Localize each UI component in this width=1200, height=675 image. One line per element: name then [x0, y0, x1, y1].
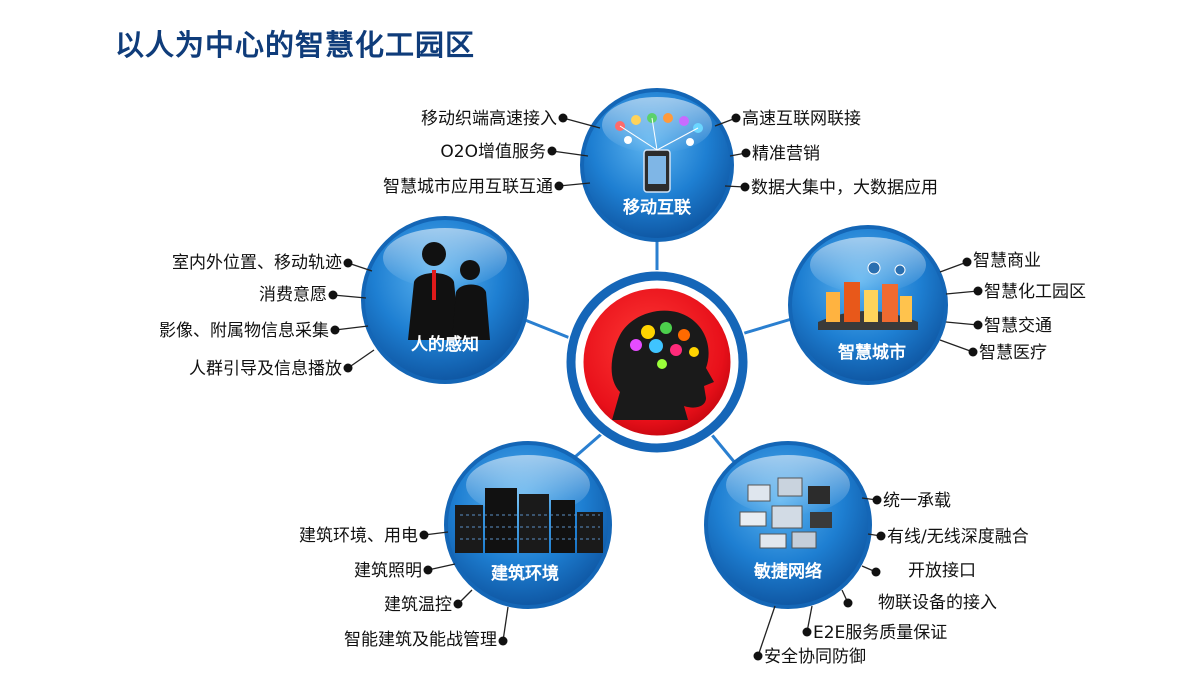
callout-dot: [498, 636, 508, 646]
head-with-gears-icon: [611, 310, 714, 420]
callout-dot: [753, 651, 763, 661]
label-perception-1: 室内外位置、移动轨迹: [172, 253, 342, 273]
callout-dot: [343, 258, 353, 268]
label-smart-city-3: 智慧交通: [984, 316, 1052, 336]
connector-smart-city: [737, 316, 796, 337]
label-perception-3: 影像、附属物信息采集: [159, 321, 329, 341]
center-hub: [565, 270, 749, 454]
label-perception-4: 人群引导及信息播放: [189, 359, 342, 379]
node-building: 建筑环境: [444, 441, 612, 609]
node-label-smart-city: 智慧城市: [838, 342, 906, 363]
office-buildings-icon: [455, 488, 603, 553]
callout-dot: [547, 146, 557, 156]
callout-dot: [802, 627, 812, 637]
callout-dot: [343, 363, 353, 373]
node-smart-city: 智慧城市: [788, 225, 948, 385]
callout-dot: [872, 495, 882, 505]
label-network-2: 有线/无线深度融合: [887, 527, 1029, 547]
callout-dot: [330, 325, 340, 335]
callout-dot: [973, 286, 983, 296]
callout-dot: [740, 182, 750, 192]
label-network-5: E2E服务质量保证: [813, 623, 947, 643]
callout-dot: [558, 113, 568, 123]
label-mobile-2: O2O增值服务: [440, 142, 546, 162]
label-mobile-4: 高速互联网联接: [742, 109, 861, 129]
callout-dot: [741, 148, 751, 158]
node-label-perception: 人的感知: [411, 334, 479, 355]
label-building-4: 智能建筑及能战管理: [344, 630, 497, 650]
label-mobile-3: 智慧城市应用互联互通: [383, 177, 553, 197]
network-devices-icon: [739, 477, 832, 549]
label-smart-city-2: 智慧化工园区: [984, 282, 1086, 302]
node-label-mobile: 移动互联: [623, 197, 691, 218]
callouts: 移动织端高速接入 O2O增值服务 智慧城市应用互联互通 高速互联网联接 精准营销…: [159, 109, 1086, 667]
label-mobile-1: 移动织端高速接入: [421, 109, 557, 129]
node-network: 敏捷网络: [704, 441, 872, 609]
callout-dot: [423, 565, 433, 575]
node-perception: 人的感知: [361, 216, 529, 384]
page-title: 以人为中心的智慧化工园区: [115, 28, 476, 62]
label-perception-2: 消费意愿: [259, 285, 327, 305]
callout-dot: [419, 530, 429, 540]
label-mobile-5: 精准营销: [752, 144, 820, 164]
callout-dot: [731, 113, 741, 123]
callout-dot: [843, 598, 853, 608]
label-network-6: 安全协同防御: [764, 647, 866, 667]
callout-dot: [871, 567, 881, 577]
social-network-phone-icon: [615, 113, 703, 193]
label-building-2: 建筑照明: [354, 561, 422, 581]
label-smart-city-4: 智慧医疗: [979, 343, 1047, 363]
business-people-icon: [408, 242, 490, 340]
connector-perception: [519, 316, 576, 342]
label-smart-city-1: 智慧商业: [973, 251, 1041, 271]
label-network-3: 开放接口: [908, 561, 976, 581]
label-mobile-6: 数据大集中，大数据应用: [751, 178, 938, 198]
node-mobile: 移动互联: [580, 88, 734, 242]
node-label-building: 建筑环境: [491, 563, 559, 584]
callout-dot: [973, 320, 983, 330]
label-network-4: 物联设备的接入: [878, 593, 997, 613]
city-buildings-icon: [818, 261, 918, 330]
callout-dot: [554, 181, 564, 191]
callout-dot: [876, 531, 886, 541]
node-label-network: 敏捷网络: [753, 561, 822, 582]
callout-dot: [328, 290, 338, 300]
label-building-3: 建筑温控: [384, 595, 452, 615]
callout-dot: [453, 599, 463, 609]
label-building-1: 建筑环境、用电: [299, 526, 418, 546]
callout-dot: [962, 257, 972, 267]
label-network-1: 统一承载: [883, 491, 951, 511]
callout-dot: [968, 347, 978, 357]
